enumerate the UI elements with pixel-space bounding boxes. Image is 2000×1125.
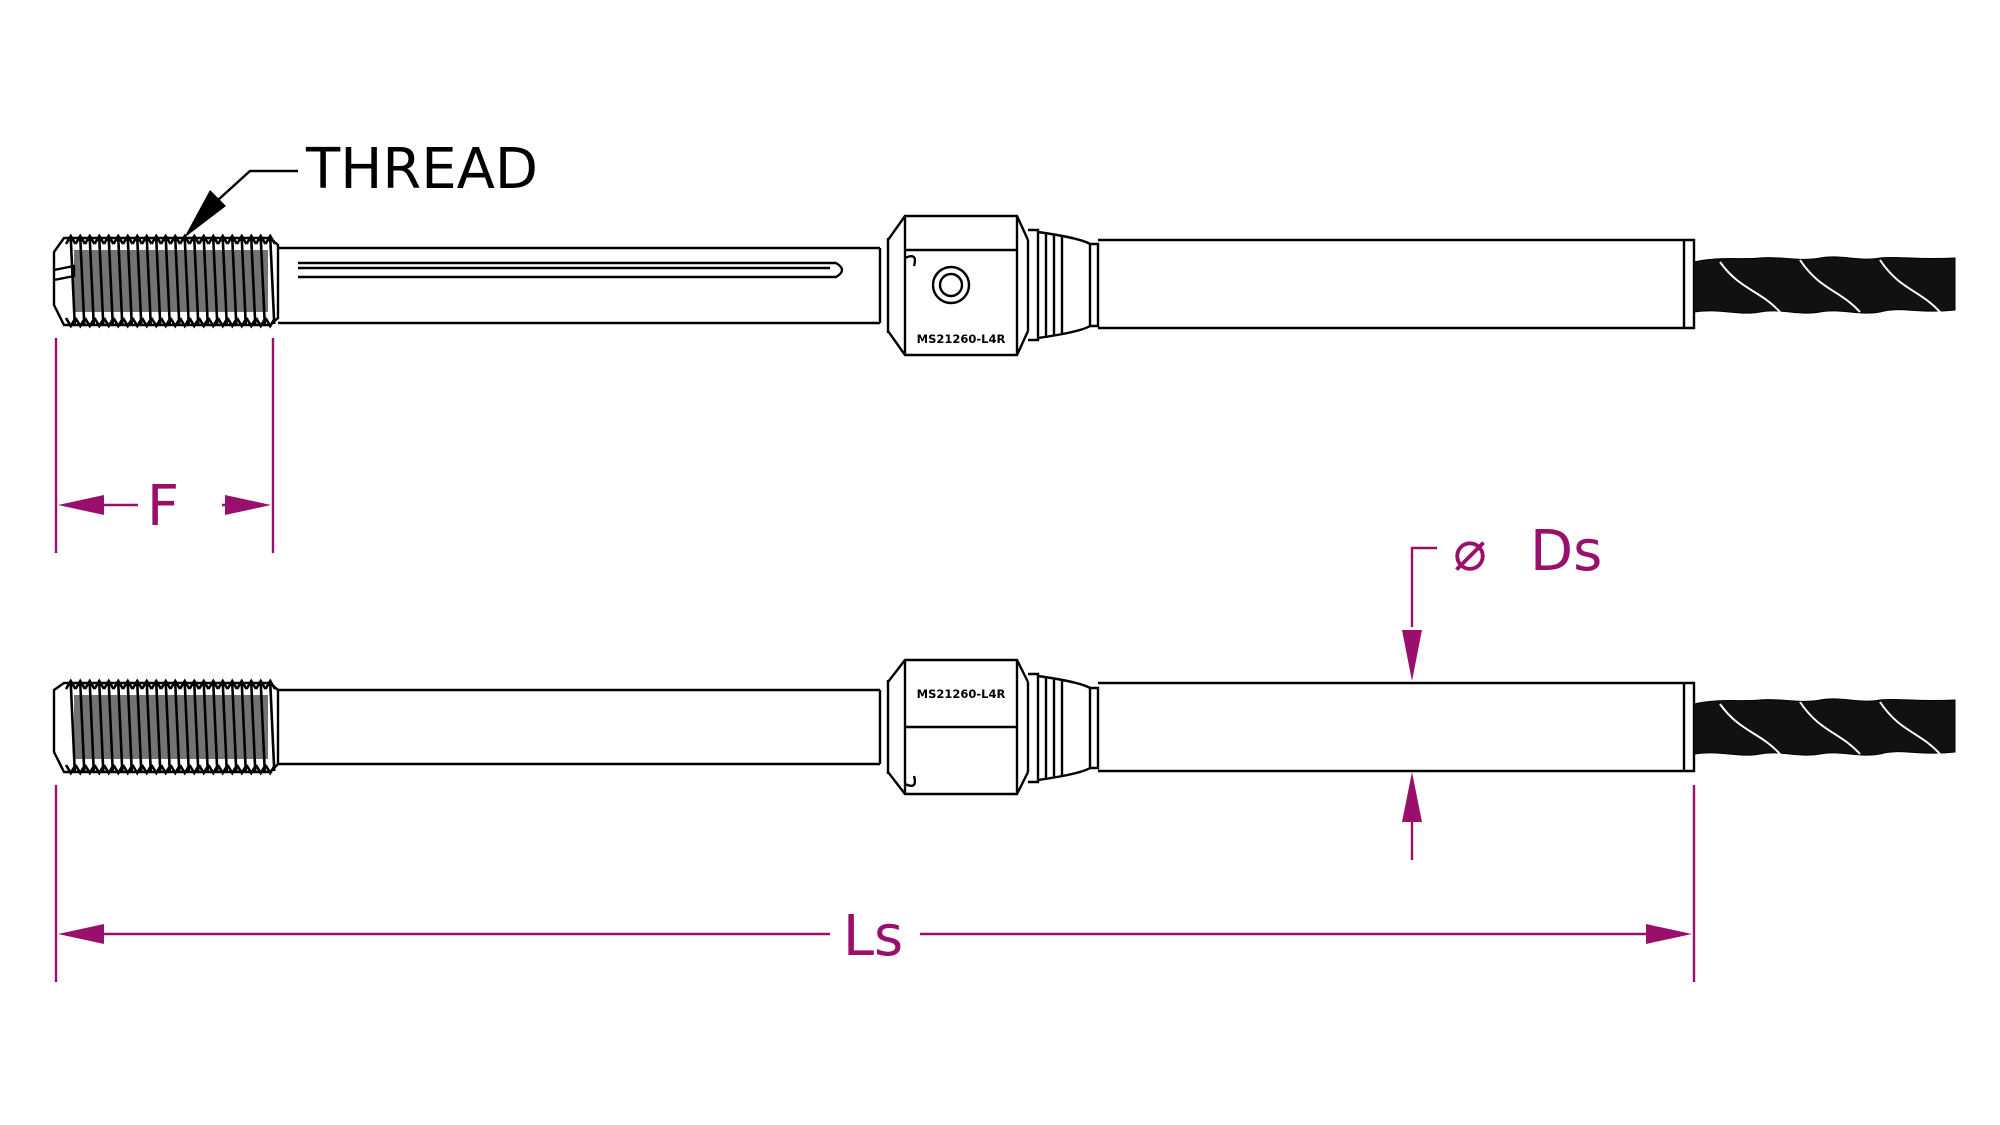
bottom-hex-section: MS21260-L4R <box>878 658 1030 796</box>
thread-callout: THREAD <box>184 137 538 238</box>
part-number-label-top: MS21260-L4R <box>917 332 1006 346</box>
dimension-ds: ⌀ Ds <box>1402 519 1602 860</box>
thread-label: THREAD <box>305 137 538 202</box>
bottom-cable-shank <box>1098 681 1696 773</box>
ls-arrow-right-icon <box>1646 924 1692 944</box>
ds-arrow-up-icon <box>1402 772 1422 822</box>
ds-label: Ds <box>1530 519 1602 584</box>
ls-arrow-left-icon <box>58 924 104 944</box>
part-number-label-bottom: MS21260-L4R <box>917 687 1006 701</box>
bottom-turnbuckle-view: MS21260-L4R <box>52 658 1956 796</box>
lock-hole-icon <box>931 265 971 305</box>
top-turnbuckle-view: MS21260-L4R <box>52 214 1956 357</box>
thread-tooth-lines <box>64 233 277 329</box>
top-cable <box>1693 256 1956 314</box>
bottom-barrel-left <box>278 688 880 766</box>
f-label: F <box>147 474 179 539</box>
bottom-threaded-end <box>52 678 280 776</box>
top-barrel-left <box>278 246 880 325</box>
bottom-cable <box>1693 698 1956 756</box>
ds-diameter-symbol: ⌀ <box>1453 519 1487 584</box>
top-hex-section: MS21260-L4R <box>878 214 1030 357</box>
bottom-collar <box>1028 672 1100 784</box>
thread-tooth-lines <box>64 678 277 776</box>
top-threaded-end <box>52 233 280 329</box>
ds-arrow-down-icon <box>1402 630 1422 681</box>
f-arrow-left-icon <box>58 495 104 515</box>
dimension-f: F <box>54 338 275 553</box>
f-arrow-right-icon <box>225 495 271 515</box>
top-collar <box>1028 228 1100 342</box>
top-thread-teeth <box>64 233 277 329</box>
dimension-ls: Ls <box>54 785 1696 982</box>
bottom-thread-teeth <box>64 678 277 776</box>
ls-label: Ls <box>843 904 903 969</box>
top-cable-shank <box>1098 238 1696 330</box>
thread-arrow-icon <box>184 190 226 238</box>
